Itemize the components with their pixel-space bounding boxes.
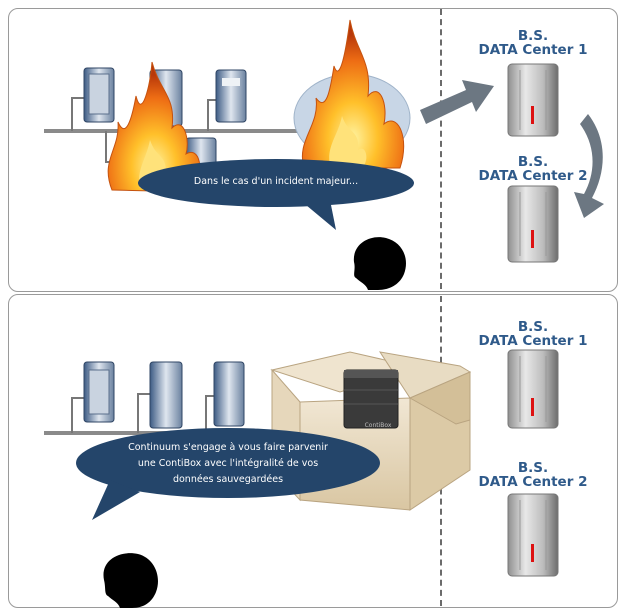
bubble-text-line: une ContiBox avec l'intégralité de vos <box>96 456 360 472</box>
computer-icon <box>214 362 244 426</box>
datacenter-server-icon <box>508 494 558 576</box>
contibox-server-label: ContiBox <box>358 422 398 429</box>
bubble-text-line: données sauvegardées <box>96 472 360 488</box>
bubble-text-line: Continuum s'engage à vous faire parvenir <box>96 440 360 456</box>
bottom-bubble-text: Continuum s'engage à vous faire parvenir… <box>96 440 360 488</box>
dc2-label-bottom: B.S. DATA Center 2 <box>458 461 608 489</box>
dc1-label-bottom: B.S. DATA Center 1 <box>458 320 608 348</box>
computer-icon <box>150 362 182 428</box>
contibox-server-icon <box>344 370 398 428</box>
datacenter-server-icon <box>508 350 558 428</box>
computer-icon <box>84 362 114 422</box>
person-silhouette-icon <box>103 553 158 608</box>
